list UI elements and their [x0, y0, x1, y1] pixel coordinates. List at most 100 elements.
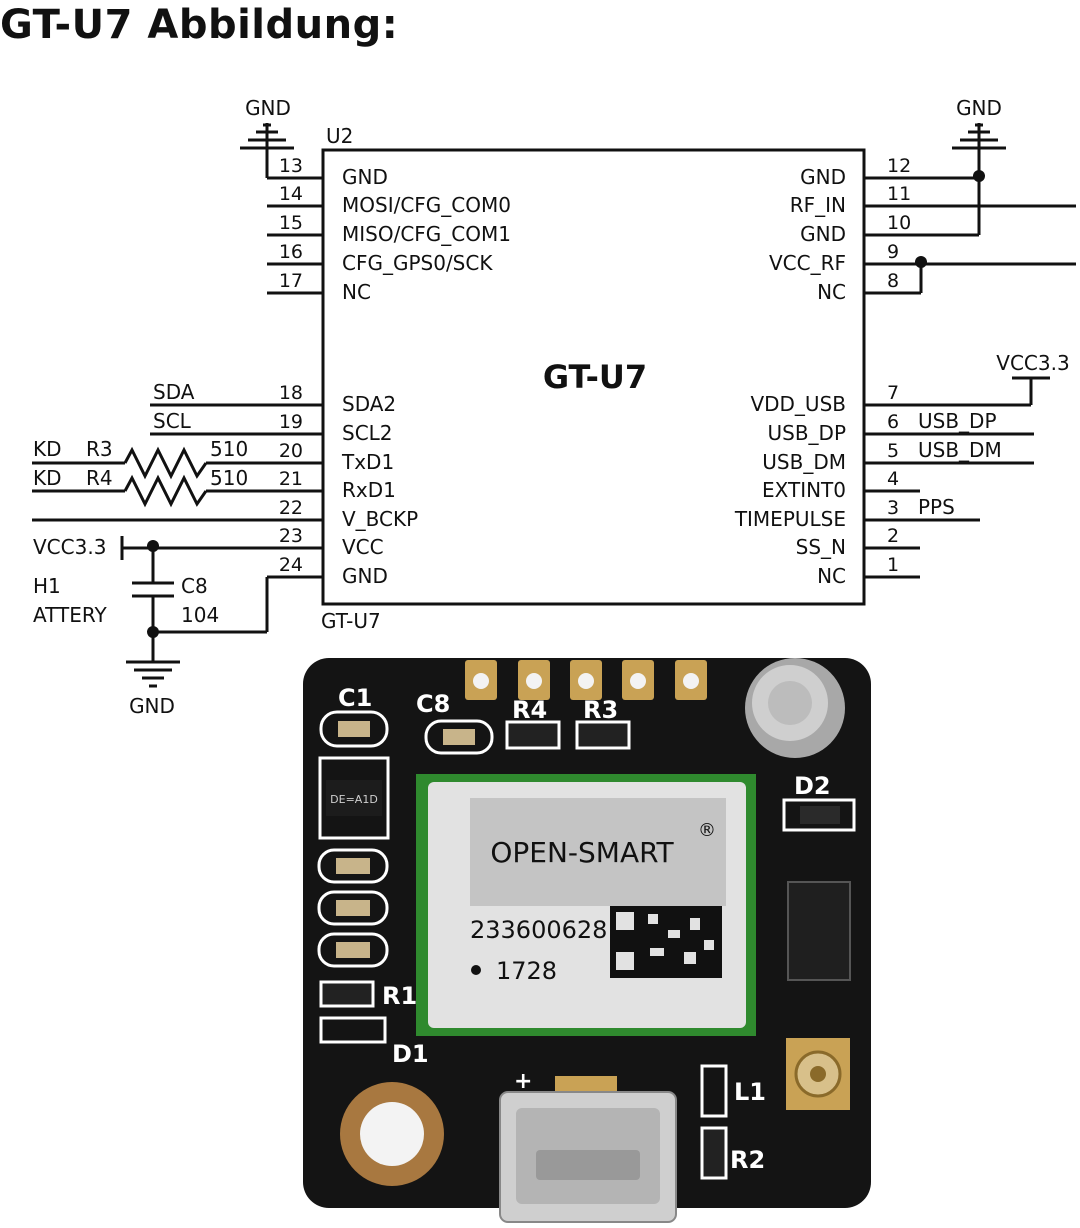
- pcb-label-c8: C8: [416, 690, 450, 718]
- sda-net-label: SDA: [153, 380, 195, 404]
- module-dot: [471, 965, 481, 975]
- left-pin-name-23: VCC: [342, 535, 384, 559]
- battery-label: ATTERY: [33, 603, 107, 627]
- scl-net-label: SCL: [153, 409, 192, 433]
- module-code: 1728: [496, 957, 557, 985]
- kd-label-2: KD: [33, 466, 62, 490]
- right-pin-name-6: USB_DP: [767, 421, 846, 445]
- chip-ref-designator: U2: [326, 124, 353, 148]
- pcb-label-d1: D1: [392, 1040, 429, 1068]
- right-pin-number-2: 2: [887, 525, 899, 547]
- c8-name: C8: [181, 574, 208, 598]
- right-pin-name-7: VDD_USB: [750, 392, 846, 416]
- right-pin-number-8: 8: [887, 270, 899, 292]
- right-pin-name-2: SS_N: [796, 535, 846, 559]
- left-pin-number-24: 24: [279, 554, 303, 576]
- right-pin-name-11: RF_IN: [790, 193, 846, 217]
- right-pin-number-9: 9: [887, 241, 899, 263]
- mounting-hole: [340, 1082, 444, 1186]
- regulator-ic: [326, 780, 382, 816]
- usb-dp-net-label: USB_DP: [918, 409, 997, 433]
- left-pin-number-14: 14: [279, 183, 303, 205]
- c1-part: [338, 721, 370, 737]
- ic-marking: DE=A1D: [330, 793, 378, 806]
- r4-value: 510: [210, 466, 248, 490]
- gnd-label-top-left: GND: [245, 96, 291, 120]
- r4-name: R4: [86, 466, 113, 490]
- right-pin-name-3: TIMEPULSE: [734, 507, 846, 531]
- r3-part: [575, 720, 631, 750]
- left-pin-name-14: MOSI/CFG_COM0: [342, 193, 511, 217]
- gps-module: [416, 774, 756, 1036]
- gnd-label-top-right: GND: [956, 96, 1002, 120]
- vcc33-label-left: VCC3.3: [33, 535, 106, 559]
- r3-name: R3: [86, 437, 113, 461]
- pcb-label-r3: R3: [583, 696, 618, 724]
- r3-value: 510: [210, 437, 248, 461]
- c8-value: 104: [181, 603, 219, 627]
- left-pin-number-16: 16: [279, 241, 303, 263]
- cap-left-1: [317, 848, 389, 884]
- coin-battery: [745, 658, 845, 758]
- right-pin-name-9: VCC_RF: [769, 251, 846, 275]
- gnd-symbol-top-right: [864, 123, 1006, 237]
- gnd-label-bottom: GND: [129, 694, 175, 718]
- resistor-r3: [32, 446, 323, 480]
- left-pin-number-15: 15: [279, 212, 303, 234]
- module-serial: 233600628: [470, 916, 607, 944]
- right-pin-number-4: 4: [887, 468, 899, 490]
- pcb-label-d2: D2: [794, 772, 831, 800]
- pps-net-label: PPS: [918, 495, 955, 519]
- left-pin-number-21: 21: [279, 468, 303, 490]
- chip-part-label: GT-U7: [321, 609, 381, 633]
- cap-left-2: [317, 890, 389, 926]
- left-pin-name-18: SDA2: [342, 392, 396, 416]
- right-pin-number-5: 5: [887, 440, 899, 462]
- right-pin-name-4: EXTINT0: [762, 478, 846, 502]
- chip-body: [321, 148, 866, 606]
- left-pin-name-19: SCL2: [342, 421, 393, 445]
- chip-title: GT-U7: [543, 358, 647, 396]
- right-pin-name-12: GND: [800, 165, 846, 189]
- c8-outline: [424, 719, 494, 755]
- kd-label-1: KD: [33, 437, 62, 461]
- left-pin-number-17: 17: [279, 270, 303, 292]
- page-heading: GT-U7 Abbildung:: [0, 2, 399, 48]
- resistor-r4: [32, 474, 323, 508]
- pcb-label-r1: R1: [382, 982, 417, 1010]
- right-pin-number-10: 10: [887, 212, 911, 234]
- vcc33-symbol-right: [864, 376, 1050, 407]
- d1-part: [319, 1016, 387, 1044]
- right-pin-number-3: 3: [887, 497, 899, 519]
- pcb-label-c1: C1: [338, 684, 372, 712]
- right-pin-name-1: NC: [817, 564, 846, 588]
- r1-part: [319, 980, 375, 1008]
- right-pin-number-11: 11: [887, 183, 911, 205]
- r4-part: [505, 720, 561, 750]
- left-pin-name-20: TxD1: [341, 450, 394, 474]
- c1-outline: [319, 710, 389, 748]
- module-brand: OPEN-SMART: [490, 836, 674, 869]
- left-pin-number-13: 13: [279, 155, 303, 177]
- regulator-ic-outline: [318, 756, 390, 840]
- right-pin-number-6: 6: [887, 411, 899, 433]
- left-pin-name-17: NC: [342, 280, 371, 304]
- right-pin-number-12: 12: [887, 155, 911, 177]
- right-pin-name-10: GND: [800, 222, 846, 246]
- left-pin-number-23: 23: [279, 525, 303, 547]
- cap-left-1-part: [336, 858, 370, 874]
- module-registered-mark: ®: [698, 820, 716, 841]
- left-pin-name-15: MISO/CFG_COM1: [342, 222, 511, 246]
- micro-usb-connector: [499, 1076, 677, 1223]
- cap-left-2-part: [336, 900, 370, 916]
- pcb-board: C1 C8 R4 R3 DE=A1D R1 D1 OPEN-SMART ® 23…: [303, 658, 871, 1223]
- right-pin-group: 12GND11RF_IN10GND9VCC_RF8NC7VDD_USB6USB_…: [734, 155, 911, 588]
- right-pin-name-8: NC: [817, 280, 846, 304]
- left-pin-number-19: 19: [279, 411, 303, 433]
- right-pin-number-1: 1: [887, 554, 899, 576]
- left-pin-number-20: 20: [279, 440, 303, 462]
- right-pin-name-5: USB_DM: [762, 450, 846, 474]
- flash-ic: [787, 881, 851, 981]
